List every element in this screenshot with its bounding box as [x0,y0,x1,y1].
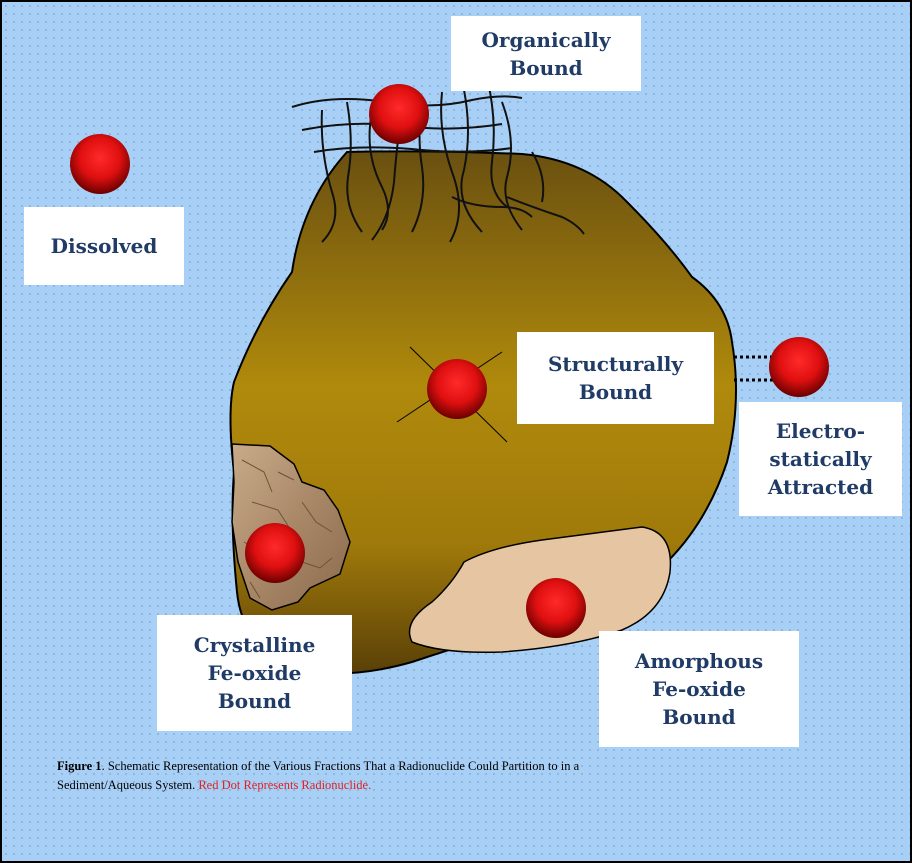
caption-red-note: Red Dot Represents Radionuclide. [198,778,371,792]
radionuclide-dot-organic [369,84,429,144]
organically-bound-text: Organically Bound [482,26,611,82]
figure-number: Figure 1 [57,759,102,773]
crystalline-fe-oxide-label: Crystalline Fe-oxide Bound [157,615,352,731]
radionuclide-dot-amorphous [526,578,586,638]
electrostatically-attracted-text: Electro- statically Attracted [768,417,873,501]
radionuclide-dot-electrostatic [769,337,829,397]
radionuclide-dot-dissolved [70,134,130,194]
organically-bound-label: Organically Bound [451,16,641,91]
structurally-bound-label: Structurally Bound [517,332,714,424]
electrostatically-attracted-label: Electro- statically Attracted [739,402,902,516]
crystalline-fe-oxide-text: Crystalline Fe-oxide Bound [194,631,316,715]
caption-line-1: . Schematic Representation of the Variou… [102,759,580,773]
radionuclide-dot-structural [427,359,487,419]
structurally-bound-text: Structurally Bound [548,350,683,406]
amorphous-fe-oxide-text: Amorphous Fe-oxide Bound [635,647,763,731]
amorphous-fe-oxide-label: Amorphous Fe-oxide Bound [599,631,799,747]
caption-line-2: Sediment/Aqueous System. [57,778,198,792]
figure-caption: Figure 1. Schematic Representation of th… [57,757,857,795]
radionuclide-dot-crystalline [245,523,305,583]
dissolved-text: Dissolved [51,232,158,260]
dissolved-label: Dissolved [24,207,184,285]
